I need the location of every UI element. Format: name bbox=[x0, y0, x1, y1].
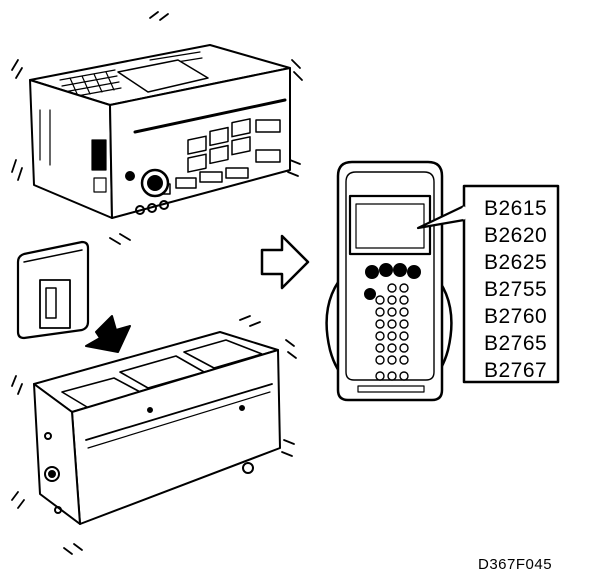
dtc-callout bbox=[416, 184, 560, 384]
cd-changer-unit-illustration bbox=[11, 315, 297, 555]
dtc-code-5: B2760 bbox=[484, 305, 548, 328]
dtc-code-6: B2765 bbox=[484, 332, 548, 355]
scan-tool-illustration bbox=[325, 160, 453, 402]
insert-arrow-icon bbox=[85, 315, 131, 353]
scan-tool-keypad bbox=[375, 283, 409, 381]
small-module-illustration bbox=[16, 240, 90, 340]
figure-id: D367F045 bbox=[478, 556, 553, 573]
connect-arrow-icon bbox=[260, 234, 310, 290]
radio-head-unit-illustration bbox=[11, 11, 303, 245]
dtc-code-4: B2755 bbox=[484, 278, 548, 301]
dtc-code-2: B2620 bbox=[484, 224, 548, 247]
dtc-code-3: B2625 bbox=[484, 251, 548, 274]
dtc-code-1: B2615 bbox=[484, 197, 548, 220]
dtc-code-7: B2767 bbox=[484, 359, 548, 382]
